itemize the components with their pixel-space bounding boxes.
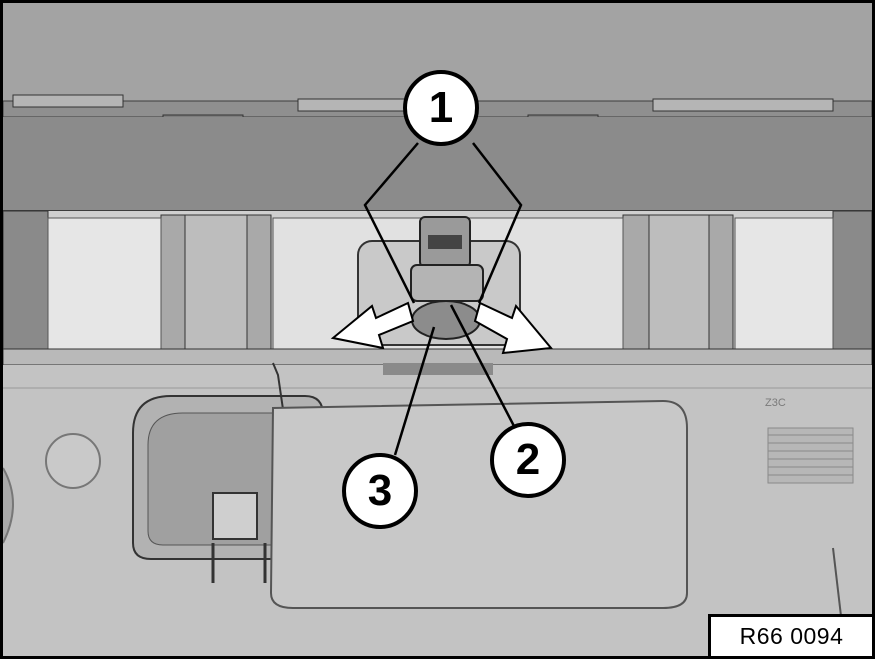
rim-tab <box>12 94 124 108</box>
callout-2: 2 <box>490 422 566 498</box>
callout-1: 1 <box>403 70 479 146</box>
sensor-holder <box>411 300 481 340</box>
grille-hatch <box>767 427 854 484</box>
rim-tab <box>652 98 834 112</box>
arrow-right <box>473 301 553 355</box>
bumper-assembly-drawing: Z3C <box>3 3 872 656</box>
sensor-body <box>410 264 484 302</box>
license-plate-recess <box>269 399 688 609</box>
round-plug <box>45 433 101 489</box>
arrow-left <box>330 301 415 350</box>
rim-tab <box>297 98 419 112</box>
callout-3: 3 <box>342 453 418 529</box>
scratched-marking: Z3C <box>765 397 786 409</box>
reference-code: R66 0094 <box>708 614 872 656</box>
leader-lines <box>363 142 523 456</box>
